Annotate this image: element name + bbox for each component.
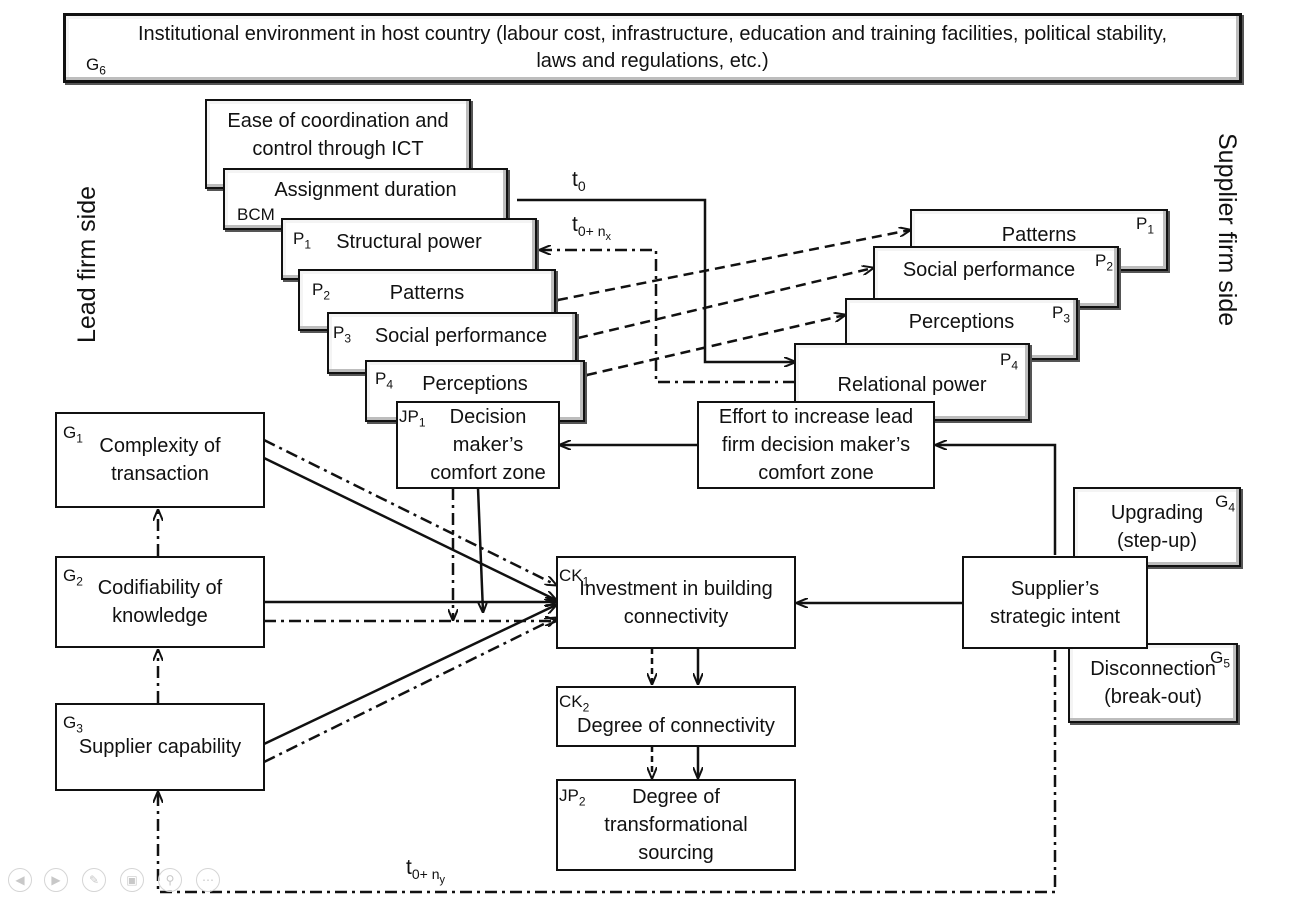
supplier-p4-id: P4 <box>999 350 1018 373</box>
g6-id: G6 <box>86 55 106 78</box>
more-icon[interactable]: ⋯ <box>196 868 220 892</box>
effort-comfort-zone-box: Effort to increase lead firm decision ma… <box>697 401 935 489</box>
g3-supplier-capability-box: Supplier capability G3 <box>55 703 265 791</box>
jp2-id: JP2 <box>559 786 586 809</box>
lead-firm-side-label: Lead firm side <box>73 185 101 343</box>
g1-to-ck1-solid <box>263 456 556 600</box>
g2-id: G2 <box>63 566 83 589</box>
lead-p4-id: P4 <box>375 369 394 392</box>
g4-upgrading-box: Upgrading (step-up) G4 <box>1073 487 1241 567</box>
jp1-comfort-zone-box: Decision maker’s comfort zone JP1 <box>396 401 560 489</box>
supplier-firm-side-label: Supplier firm side <box>1213 133 1241 327</box>
g4-id: G4 <box>1215 492 1235 515</box>
g1-complexity-box: Complexity of transaction G1 <box>55 412 265 508</box>
pen-icon[interactable]: ✎ <box>82 868 106 892</box>
back-icon[interactable]: ◀ <box>8 868 32 892</box>
g3-to-ck1-solid <box>263 605 556 746</box>
jp1-id: JP1 <box>399 407 426 430</box>
lead-p2-id: P2 <box>312 280 331 303</box>
lead-p3-id: P3 <box>333 323 352 346</box>
supplier-p1-id: P1 <box>1135 214 1154 237</box>
t0nx-label: t0+ nx <box>572 213 611 243</box>
forward-icon[interactable]: ▶ <box>44 868 68 892</box>
g1-id: G1 <box>63 423 83 446</box>
supplier-p3-id: P3 <box>1051 303 1070 326</box>
supplier-strategic-intent-box: Supplier’s strategic intent <box>962 556 1148 649</box>
supplier-p2-id: P2 <box>1094 251 1113 274</box>
g5-id: G5 <box>1210 648 1230 671</box>
g3-to-ck1-dashdot <box>263 618 556 764</box>
lead-p1-id: P1 <box>293 229 312 252</box>
intent-to-effort <box>936 445 1057 555</box>
ck2-degree-of-connectivity-box: Degree of connectivity CK2 <box>556 686 796 747</box>
jp1-down-solid <box>476 487 483 612</box>
ck2-id: CK2 <box>559 692 590 715</box>
bcm-label: BCM <box>237 205 275 224</box>
g2-codifiability-box: Codifiability of knowledge G2 <box>55 556 265 648</box>
t0ny-label: t0+ ny <box>406 856 445 886</box>
g1-to-ck1-dashdot <box>263 438 556 585</box>
assignment-duration-box: Assignment duration BCM <box>223 168 508 230</box>
ck1-investment-box: Investment in building connectivity CK1 <box>556 556 796 649</box>
g5-disconnection-box: Disconnection (break-out) G5 <box>1068 643 1238 723</box>
slides-icon[interactable]: ▣ <box>120 868 144 892</box>
zoom-icon[interactable]: ⚲ <box>158 868 182 892</box>
jp2-transformational-sourcing-box: Degree of transformational sourcing JP2 <box>556 779 796 871</box>
ck1-id: CK1 <box>559 566 590 589</box>
g6-text: Institutional environment in host countr… <box>137 23 1168 72</box>
g6-institutional-environment-box: Institutional environment in host countr… <box>63 13 1242 83</box>
social-performance-link <box>578 268 873 338</box>
t0-label: t0 <box>572 168 586 195</box>
g3-id: G3 <box>63 713 83 736</box>
perceptions-link <box>587 315 845 375</box>
